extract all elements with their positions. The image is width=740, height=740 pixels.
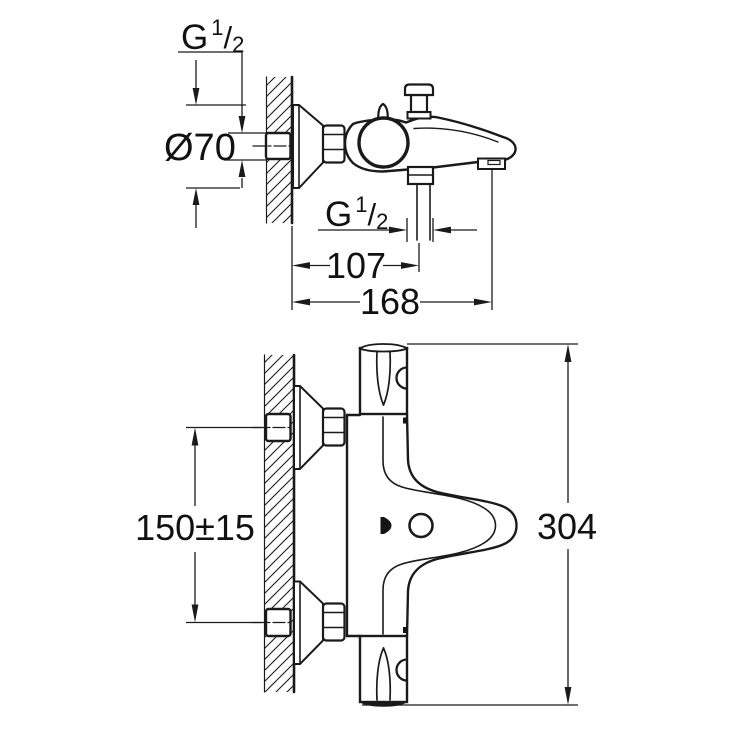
dim-304 [362, 343, 578, 706]
spout-aerator [477, 157, 506, 170]
dim-flange-diameter [186, 60, 246, 228]
dim-shower-thread [318, 218, 477, 242]
dim-107 [291, 226, 420, 310]
dim-168 [292, 170, 493, 310]
hex-nut-plan-top [321, 407, 346, 447]
side-view-dimensions [178, 51, 493, 310]
temperature-lever-plan [380, 517, 392, 534]
escutcheon-plan-bottom [293, 580, 324, 665]
side-view [252, 75, 517, 241]
diverter-knob-plan [408, 512, 434, 539]
hex-nut-side [321, 124, 346, 164]
flange-diameter-label: Ø70 [164, 127, 236, 169]
index-mark-top [403, 417, 408, 424]
escutcheon-side [292, 104, 324, 189]
mixer-body-plan [345, 412, 518, 638]
diverter-knob [403, 83, 435, 120]
dim-304-label: 304 [537, 506, 597, 547]
wall-section-plan [263, 353, 296, 694]
shower-outlet-connection [406, 165, 435, 241]
spout-outer-contour [405, 412, 518, 638]
control-knob-side [357, 116, 410, 169]
handle-top [358, 343, 409, 416]
handle-bottom [358, 634, 409, 707]
dim-150-label: 150±15 [135, 507, 255, 548]
dim-150 [186, 426, 262, 624]
dim-107-label: 107 [326, 245, 386, 286]
spout-contour-line [413, 127, 499, 143]
plan-view [251, 343, 518, 707]
index-mark-bottom [403, 627, 408, 633]
plan-view-dimensions [186, 343, 578, 706]
dim-168-label: 168 [360, 281, 420, 322]
escutcheon-plan-top [293, 385, 324, 470]
spout-inner-contour [382, 416, 497, 635]
hex-nut-plan-bottom [321, 602, 346, 642]
